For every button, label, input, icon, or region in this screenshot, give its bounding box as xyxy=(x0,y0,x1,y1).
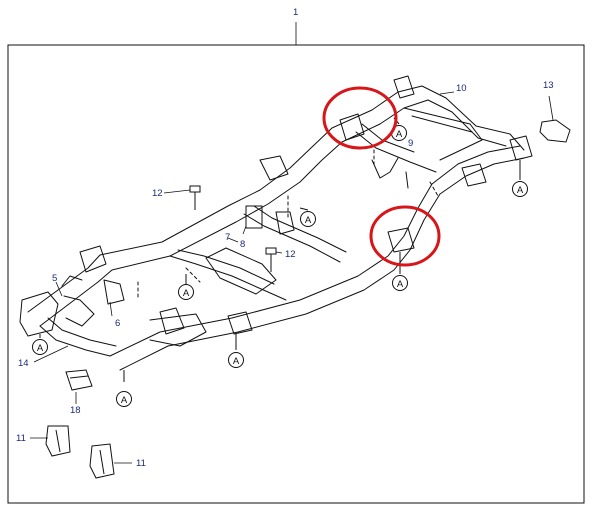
callout-1: 1 xyxy=(293,7,298,18)
callout-13: 13 xyxy=(543,80,554,91)
mount-a-letter: A xyxy=(37,343,44,354)
right-rail-inner xyxy=(119,157,525,371)
callout-12-lower: 12 xyxy=(285,249,296,260)
callout-10: 10 xyxy=(456,83,467,94)
callout-6: 6 xyxy=(115,318,120,329)
bolts xyxy=(189,185,277,272)
left-rail xyxy=(27,85,423,313)
front-mount-right xyxy=(159,307,185,335)
rear-crossmember xyxy=(403,107,483,161)
body-mount-rear-left xyxy=(339,113,365,141)
dashed-guides xyxy=(137,149,439,299)
part-18-block xyxy=(65,369,93,391)
mount-a-marker xyxy=(300,211,316,227)
diagram-border xyxy=(7,44,585,504)
mount-a-marker xyxy=(178,284,194,300)
front-mount-left xyxy=(79,245,107,273)
callout-8: 8 xyxy=(240,239,245,250)
body-mount-rear-right xyxy=(387,227,415,253)
callout-labels: 1 5 6 7 8 9 10 11 11 12 12 13 14 18 xyxy=(16,7,554,469)
callout-5: 5 xyxy=(52,273,57,284)
mount-markers xyxy=(32,117,528,407)
highlight-circle-rear-left xyxy=(322,86,398,150)
mount-a-letter: A xyxy=(397,279,404,290)
mount-a-letter: A xyxy=(183,288,190,299)
rear-extension xyxy=(421,85,525,151)
callout-13-leader xyxy=(548,95,554,121)
mount-a-marker xyxy=(512,181,528,197)
callout-11b: 11 xyxy=(136,458,146,469)
mount-a-letter: A xyxy=(305,215,312,226)
callout-9: 9 xyxy=(408,138,413,149)
hook-9 xyxy=(405,171,409,189)
mount-a-marker xyxy=(32,339,48,355)
mount-a-marker xyxy=(392,275,408,291)
mount-a-letter: A xyxy=(121,395,128,406)
bracket-9 xyxy=(371,157,399,179)
mount-a-letter: A xyxy=(517,185,524,196)
mount-a-letter: A xyxy=(396,129,403,140)
mount-a-letter: A xyxy=(233,356,240,367)
callout-12-upper: 12 xyxy=(152,188,163,199)
mid-crossmember-7 xyxy=(169,249,287,301)
callout-18: 18 xyxy=(70,405,81,416)
body-mount-mid-left xyxy=(259,155,289,181)
front-bumper-bracket xyxy=(19,291,59,337)
callout-leaders xyxy=(33,91,455,363)
callout-14: 14 xyxy=(18,358,29,369)
part-13-bracket xyxy=(539,119,571,143)
crossmember-8 xyxy=(243,205,347,263)
engine-mount-6 xyxy=(63,295,95,327)
rear-mount-top xyxy=(393,75,415,99)
highlight-circle-rear-right xyxy=(369,205,441,267)
bolt-12-lower xyxy=(265,247,277,272)
mount-a-marker xyxy=(228,352,244,368)
mount-a-marker xyxy=(116,391,132,407)
rear-mount-tip xyxy=(509,135,533,161)
part-11a-bracket xyxy=(45,425,71,457)
bracket-8 xyxy=(245,205,263,229)
bracket-8b xyxy=(275,211,295,235)
left-rail-inner xyxy=(39,99,429,327)
highlights xyxy=(322,86,441,267)
rear-spring-hanger xyxy=(461,163,487,187)
front-suspension xyxy=(103,279,207,347)
callout-7: 7 xyxy=(225,232,230,243)
part-11b-bracket xyxy=(89,443,115,479)
mid-crossmember-plate xyxy=(205,247,277,295)
right-rail xyxy=(109,145,521,357)
body-mount-mid-right xyxy=(227,311,253,335)
bracket-5 xyxy=(61,275,83,287)
bolt-12-upper xyxy=(189,185,201,210)
chassis-frame xyxy=(19,75,533,371)
callout-11a: 11 xyxy=(16,433,26,444)
front-crossmember xyxy=(39,317,117,357)
